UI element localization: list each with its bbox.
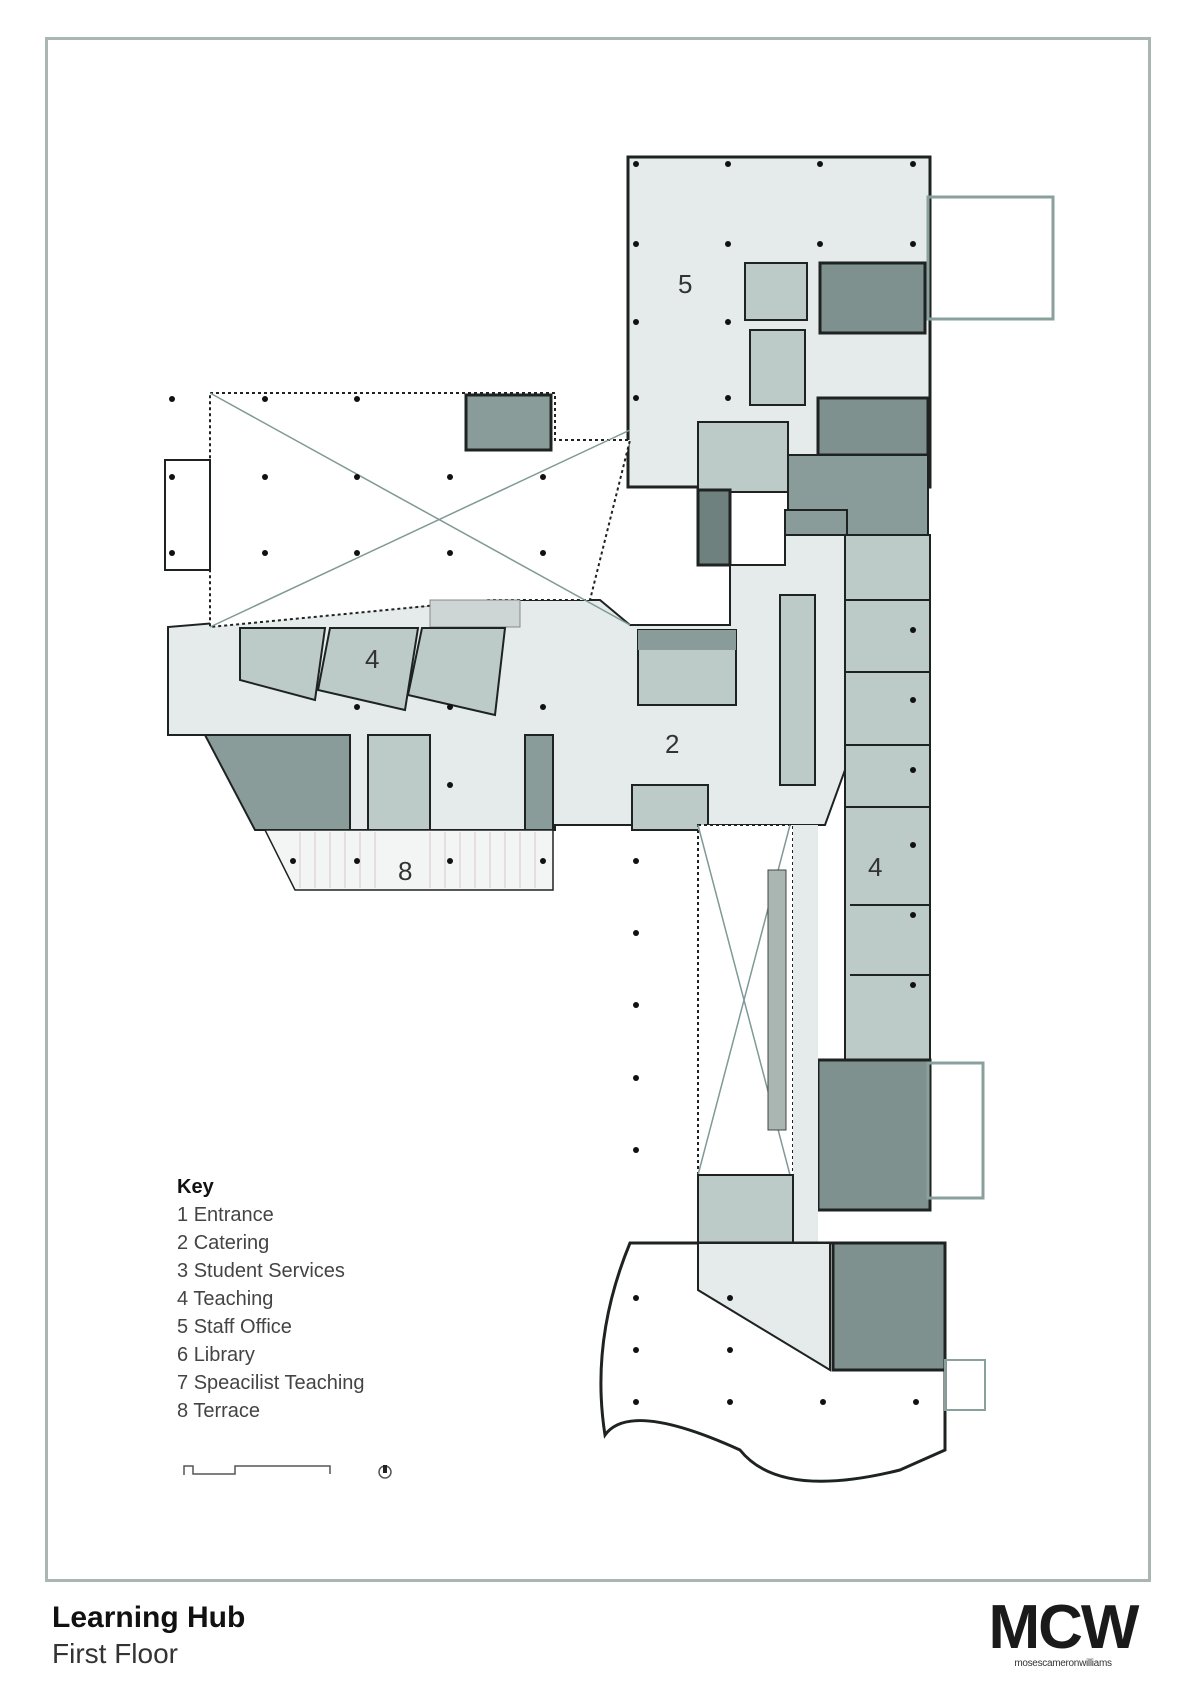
legend-item: 2 Catering xyxy=(177,1232,270,1254)
legend-item: 4 Teaching xyxy=(177,1288,274,1310)
room-label-catering: 2 xyxy=(665,729,679,759)
teaching-rooms-west xyxy=(239,627,507,717)
room-label-teaching-east: 4 xyxy=(868,852,882,882)
legend-item: 3 Student Services xyxy=(177,1260,345,1282)
east-teaching-wing xyxy=(816,534,985,1212)
scale-bar xyxy=(183,1465,331,1475)
library-block xyxy=(599,1241,986,1483)
staff-office-block xyxy=(626,155,1055,489)
logo-mark: MCW xyxy=(988,1593,1140,1662)
drawing-title: Learning Hub xyxy=(52,1601,246,1634)
title-block: Learning Hub First Floor xyxy=(52,1600,245,1672)
legend-item: 6 Library xyxy=(177,1344,255,1366)
atrium-void-south xyxy=(697,824,818,1246)
structural-columns xyxy=(169,161,919,1405)
atrium-void-west xyxy=(164,392,632,629)
drawing-subtitle: First Floor xyxy=(52,1638,178,1669)
room-label-staff-office: 5 xyxy=(678,269,692,299)
legend-item: 1 Entrance xyxy=(177,1204,274,1226)
catering-area xyxy=(167,534,846,831)
legend-item: 7 Speacilist Teaching xyxy=(177,1372,365,1394)
legend-title: Key xyxy=(177,1176,214,1198)
mcw-logo: MCW mosescameronwilliams xyxy=(975,1593,1151,1670)
southwest-wing xyxy=(203,734,554,891)
room-labels: 5 4 2 4 8 xyxy=(365,269,882,886)
room-label-terrace: 8 xyxy=(398,856,412,886)
room-label-teaching-west: 4 xyxy=(365,644,379,674)
north-arrow-icon xyxy=(378,1465,392,1479)
logo-wordmark: mosescameronwilliams xyxy=(1014,1658,1112,1669)
legend: Key 1 Entrance 2 Catering 3 Student Serv… xyxy=(177,1173,365,1425)
legend-item: 8 Terrace xyxy=(177,1400,261,1422)
legend-item: 5 Staff Office xyxy=(177,1316,292,1338)
